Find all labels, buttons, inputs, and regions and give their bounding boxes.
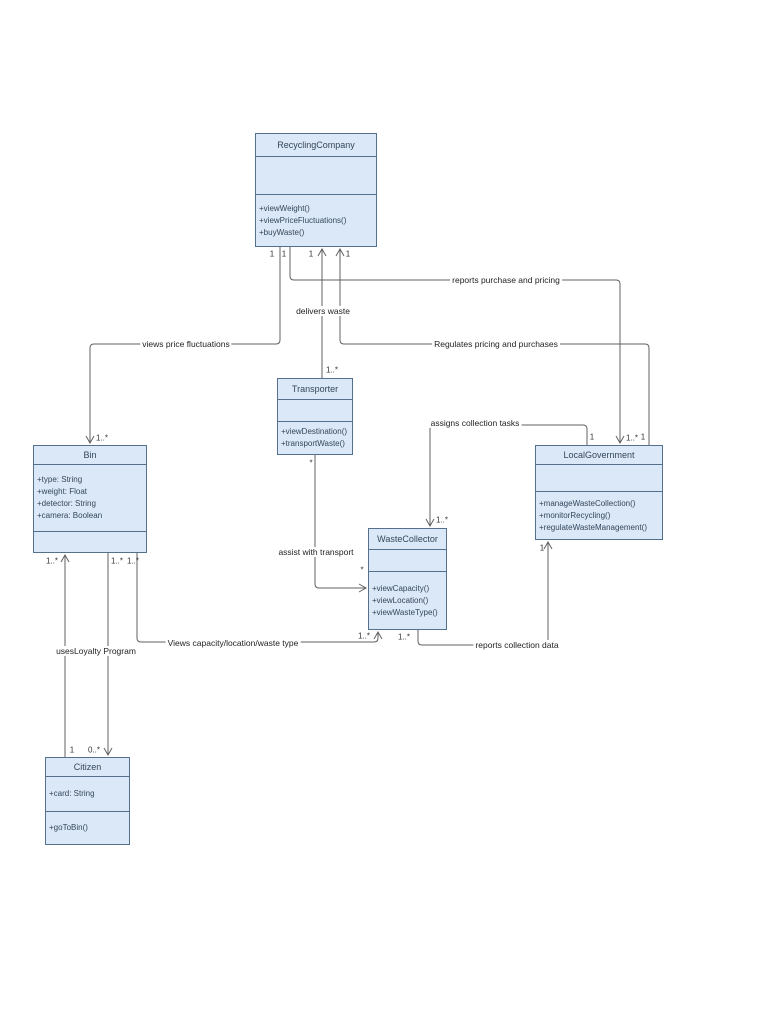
class-waste-collector: WasteCollector +viewCapacity() +viewLoca…	[368, 528, 447, 630]
class-recycling-company: RecyclingCompany +viewWeight() +viewPric…	[255, 133, 377, 247]
class-title: Transporter	[291, 384, 339, 394]
method: +viewWasteType()	[372, 607, 438, 617]
method: +viewCapacity()	[372, 583, 430, 593]
attribute: +card: String	[49, 789, 95, 798]
mult-recycling-end: 1	[345, 249, 351, 259]
attributes-section: +card: String	[46, 776, 129, 811]
edge-label-reports-collection-data: reports collection data	[473, 640, 561, 650]
method: +manageWasteCollection()	[539, 498, 636, 508]
mult-recycling-end: 1	[308, 249, 314, 259]
method: +viewWeight()	[259, 203, 310, 213]
edge-label-assigns-collection-tasks: assigns collection tasks	[428, 418, 522, 428]
methods-section: +viewWeight() +viewPriceFluctuations() +…	[256, 194, 376, 246]
mult-localgov-end: 1..*	[625, 433, 639, 443]
mult-localgov-end: 1	[640, 432, 646, 442]
class-title: Bin	[83, 450, 97, 460]
edge-label-reports-purchase-and-pricing: reports purchase and pricing	[450, 275, 562, 285]
class-local-government: LocalGovernment +manageWasteCollection()…	[535, 445, 663, 540]
attribute: +detector: String	[37, 499, 96, 508]
mult-transporter-end: *	[309, 458, 313, 468]
mult-wastecollector-end: 1..*	[397, 632, 411, 642]
class-citizen: Citizen +card: String +goToBin()	[45, 757, 130, 845]
class-title: Citizen	[73, 762, 102, 772]
method: +transportWaste()	[281, 439, 345, 448]
methods-section: +viewCapacity() +viewLocation() +viewWas…	[369, 571, 446, 629]
mult-wastecollector-end: 1..*	[435, 515, 449, 525]
mult-localgov-end: 1	[589, 432, 595, 442]
mult-bin-end: 1..*	[110, 556, 124, 566]
attributes-section	[369, 549, 446, 571]
mult-bin-end: 1..*	[45, 556, 59, 566]
method: +viewDestination()	[281, 427, 348, 436]
edge-label-delivers-waste: delivers waste	[294, 306, 352, 316]
edge-label-assist-with-transport: assist with transport	[276, 547, 356, 557]
class-title: WasteCollector	[377, 534, 438, 544]
method: +viewLocation()	[372, 595, 429, 605]
mult-localgov-end: 1	[539, 543, 545, 553]
mult-citizen-end: 1	[69, 745, 75, 755]
attribute: +camera: Boolean	[37, 511, 103, 520]
methods-section: +viewDestination() +transportWaste()	[278, 421, 352, 454]
mult-bin-end: 1..*	[95, 433, 109, 443]
method: +buyWaste()	[259, 227, 305, 237]
mult-transporter-end: 1..*	[325, 365, 339, 375]
method: +regulateWasteManagement()	[539, 522, 647, 532]
method: +viewPriceFluctuations()	[259, 215, 347, 225]
methods-section	[34, 531, 146, 552]
edge-label-regulates-pricing-and-purchases: Regulates pricing and purchases	[432, 339, 560, 349]
method: +goToBin()	[49, 823, 88, 832]
attributes-section	[278, 399, 352, 421]
mult-wastecollector-end: 1..*	[357, 631, 371, 641]
mult-recycling-end: 1	[269, 249, 275, 259]
method: +monitorRecycling()	[539, 510, 611, 520]
edge-label-uses-loyalty-program: usesLoyalty Program	[54, 646, 138, 656]
attributes-section	[256, 156, 376, 194]
methods-section: +goToBin()	[46, 811, 129, 844]
edge-views-capacity-location-waste-type	[136, 553, 383, 643]
attributes-section	[536, 464, 662, 491]
class-title: RecyclingCompany	[277, 140, 355, 150]
class-bin: Bin +type: String +weight: Float +detect…	[33, 445, 147, 553]
edge-label-views-price-fluctuations: views price fluctuations	[140, 339, 232, 349]
class-title: LocalGovernment	[563, 450, 635, 460]
attribute: +weight: Float	[37, 487, 88, 496]
attribute: +type: String	[37, 475, 83, 484]
mult-wastecollector-end: *	[360, 565, 364, 575]
attributes-section: +type: String +weight: Float +detector: …	[34, 464, 146, 531]
edge-assist-with-transport	[314, 455, 368, 593]
methods-section: +manageWasteCollection() +monitorRecycli…	[536, 491, 662, 539]
mult-bin-end: 1..*	[126, 556, 140, 566]
mult-recycling-end: 1	[281, 249, 287, 259]
class-transporter: Transporter +viewDestination() +transpor…	[277, 378, 353, 455]
mult-citizen-end: 0..*	[87, 745, 101, 755]
edge-label-views-capacity-location-waste-type: Views capacity/location/waste type	[165, 638, 301, 648]
